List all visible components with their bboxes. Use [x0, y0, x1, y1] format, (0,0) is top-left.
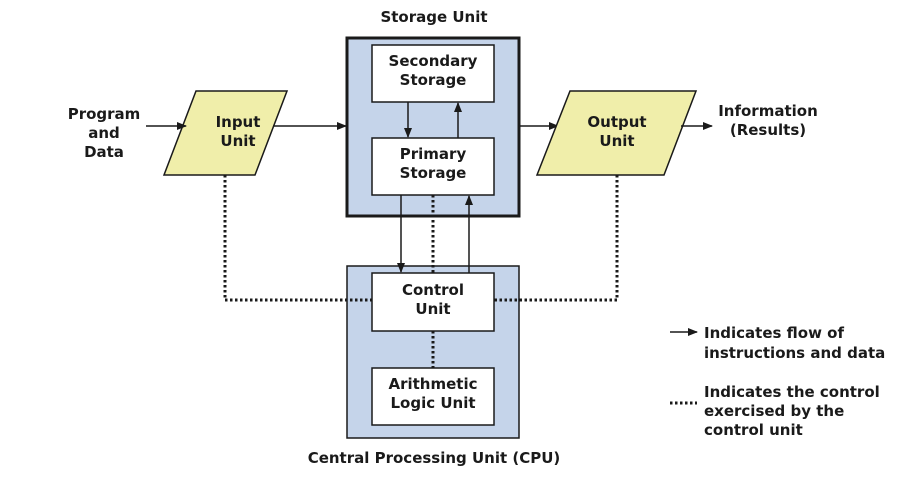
program-data-label-line1: Program: [68, 105, 141, 123]
primary-storage-label-line1: Primary: [400, 145, 467, 163]
dotted-control-to-input: [223, 175, 372, 302]
input-unit-shape: [162, 90, 289, 176]
alu-box: [371, 367, 495, 426]
output-unit-shape: [535, 90, 698, 176]
legend-dotted-line2: exercised by the: [704, 402, 844, 420]
cpu-title: Central Processing Unit (CPU): [308, 449, 561, 467]
primary-storage-label-line2: Storage: [400, 164, 467, 182]
control-unit-label-line2: Unit: [415, 300, 450, 318]
output-unit-label-line2: Unit: [599, 132, 634, 150]
dotted-control-to-output: [494, 175, 619, 302]
information-label-line2: (Results): [730, 121, 806, 139]
control-unit-label-line1: Control: [402, 281, 464, 299]
secondary-storage-box: [371, 44, 495, 103]
input-unit-label-line1: Input: [216, 113, 261, 131]
input-unit-label-line2: Unit: [220, 132, 255, 150]
control-unit-box: [371, 272, 495, 332]
legend-solid-line2: instructions and data: [704, 344, 885, 362]
legend-solid-line1: Indicates flow of: [704, 324, 844, 342]
program-data-label-line3: Data: [84, 143, 124, 161]
legend-dotted-line3: control unit: [704, 421, 803, 439]
secondary-storage-label-line1: Secondary: [389, 52, 478, 70]
legend-dotted-line1: Indicates the control: [704, 383, 880, 401]
primary-storage-box: [371, 137, 495, 196]
output-unit-label-line1: Output: [587, 113, 646, 131]
alu-label-line1: Arithmetic: [388, 375, 477, 393]
secondary-storage-label-line2: Storage: [400, 71, 467, 89]
storage-unit-title: Storage Unit: [380, 8, 487, 26]
information-label-line1: Information: [718, 102, 818, 120]
alu-label-line2: Logic Unit: [390, 394, 475, 412]
program-data-label-line2: and: [88, 124, 120, 142]
